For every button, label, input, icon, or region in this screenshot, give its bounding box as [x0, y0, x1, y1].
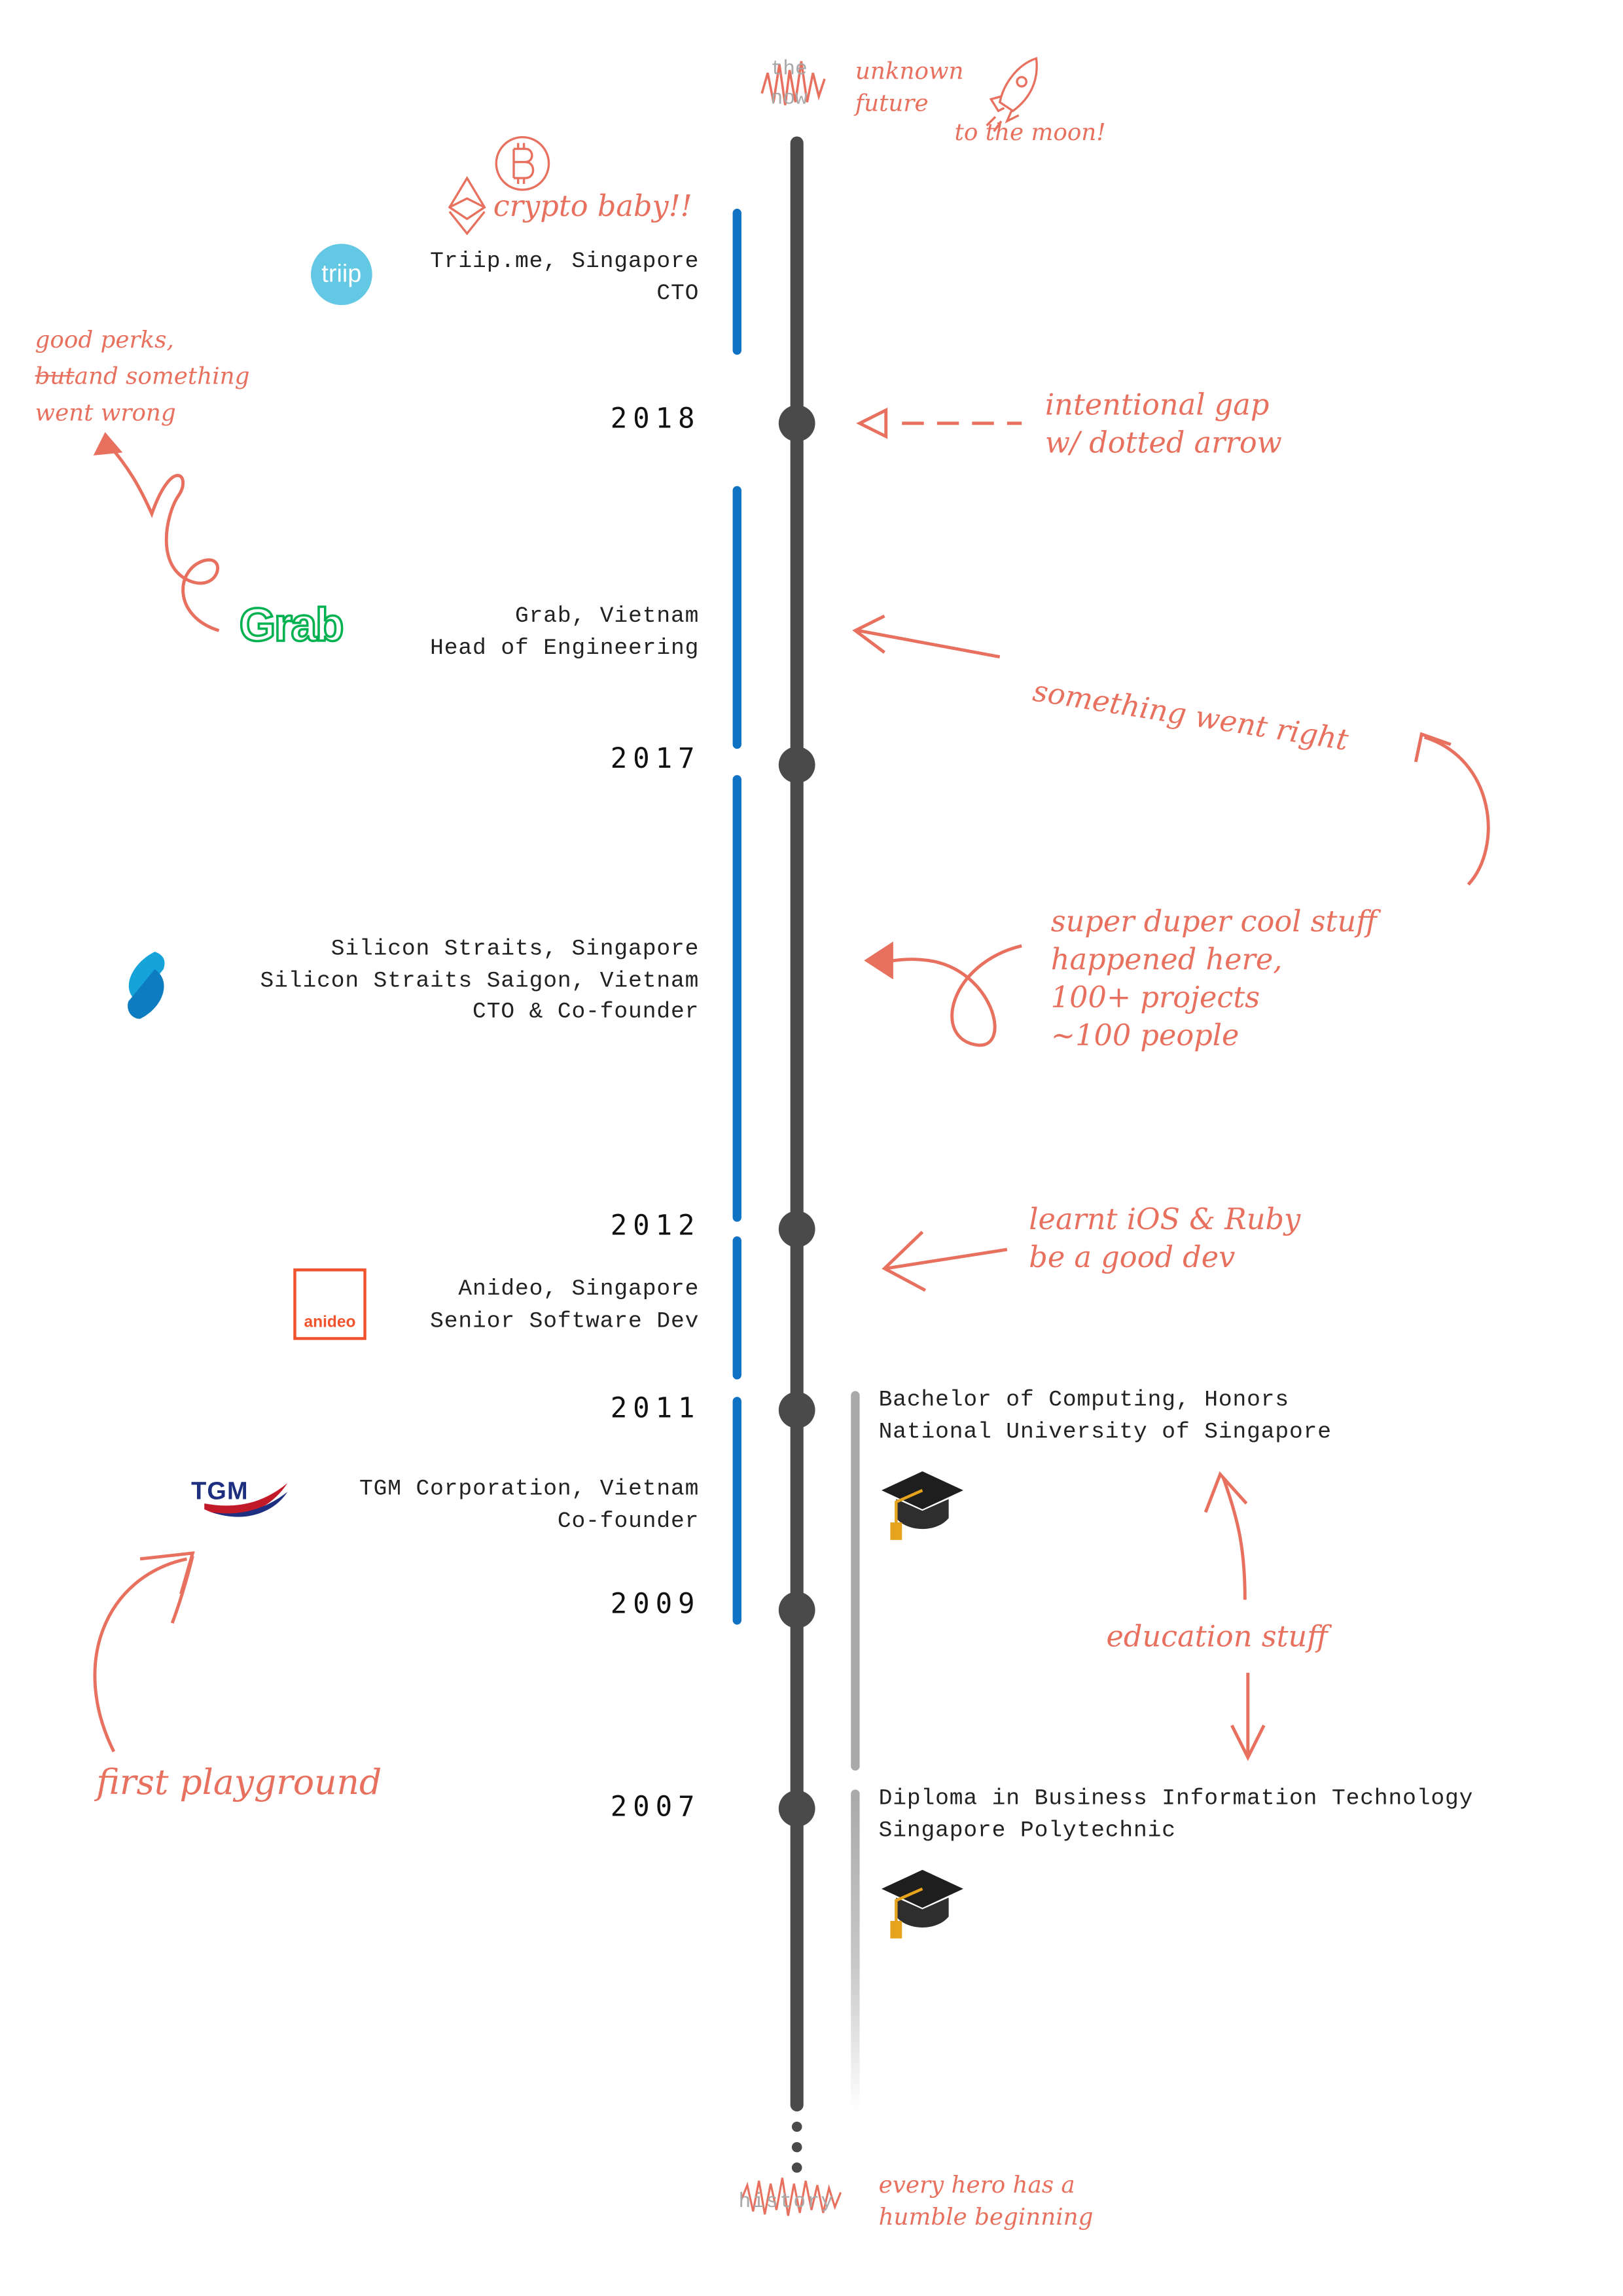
perks-arrow-head — [93, 432, 123, 456]
note-learnt-ios-ruby: learnt iOS & Ruby be a good dev — [1029, 1201, 1301, 1274]
triip-logo-icon — [311, 243, 372, 306]
note-education-stuff: education stuff — [1106, 1619, 1328, 1654]
rocket-icon — [986, 56, 1038, 132]
tgm-swoosh-icon — [211, 1492, 288, 1517]
note-super-cool-stuff: super duper cool stuff happened here, 10… — [1050, 903, 1377, 1052]
year-label-2017: 2017 — [610, 743, 701, 776]
note-good-perks: good perks, butand something went wrong — [35, 325, 250, 427]
edu-polytechnic: Diploma in Business Information Technolo… — [878, 1785, 1474, 1843]
anideo-logo-text: anideo — [304, 1314, 356, 1331]
job-grab: Grab, Vietnam Head of Engineering — [430, 603, 700, 661]
learnt-arrow-icon — [882, 1230, 1008, 1292]
cool-arrow-head — [864, 941, 893, 980]
bottom-scribble-icon — [740, 2178, 842, 2216]
cool-arrow-icon — [875, 944, 1022, 1047]
job-tgm: TGM Corporation, Vietnam Co-founder — [359, 1475, 700, 1534]
note-intentional-gap: intentional gap w/ dotted arrow — [1044, 387, 1282, 460]
year-node-2018 — [778, 404, 815, 442]
note-first-playground: first playground — [96, 1761, 382, 1803]
education-down-arrow-icon — [1230, 1672, 1266, 1761]
year-node-2017 — [778, 746, 815, 783]
year-node-2007 — [778, 1790, 815, 1827]
year-label-2018: 2018 — [610, 403, 701, 435]
year-node-2009 — [778, 1592, 815, 1628]
education-up-arrow-icon — [1204, 1471, 1248, 1600]
edu-nus: Bachelor of Computing, Honors National U… — [878, 1386, 1332, 1444]
axis-ellipsis-dot — [791, 2162, 802, 2173]
year-label-2012: 2012 — [610, 1210, 701, 1242]
job-triip: Triip.me, Singapore CTO — [430, 248, 700, 306]
perks-arrow-icon — [107, 442, 220, 632]
edu-bar-polytechnic — [851, 1789, 860, 2111]
note-humble-beginning: every hero has a humble beginning — [878, 2170, 1094, 2231]
year-label-2007: 2007 — [610, 1791, 701, 1823]
anideo-logo-icon — [293, 1268, 366, 1340]
year-node-2012 — [778, 1210, 815, 1247]
gap-arrow-icon — [856, 407, 1022, 439]
cool-up-arrow-icon — [1414, 732, 1490, 886]
graduation-cap-icon — [882, 1869, 963, 1939]
axis-ellipsis-dot — [791, 2121, 802, 2132]
year-label-2009: 2009 — [610, 1588, 701, 1621]
ethereum-icon — [448, 175, 486, 236]
job-anideo: Anideo, Singapore Senior Software Dev — [430, 1276, 700, 1334]
axis-ellipsis-dot — [791, 2142, 802, 2153]
tgm-swoosh-icon — [204, 1482, 288, 1516]
year-node-2011 — [778, 1391, 815, 1429]
grab-logo: Grab — [238, 598, 345, 653]
note-unknown-future: unknown future — [855, 56, 964, 117]
top-scribble-icon — [760, 61, 826, 105]
year-label-2011: 2011 — [610, 1392, 701, 1425]
graduation-cap-icon — [882, 1471, 963, 1540]
note-crypto-baby: crypto baby!! — [493, 188, 692, 224]
bitcoin-icon — [495, 135, 550, 191]
job-silicon-straits: Silicon Straits, Singapore Silicon Strai… — [260, 935, 700, 1025]
the-now-label: the now — [770, 58, 808, 111]
tgm-logo-text: TGM — [191, 1477, 249, 1505]
note-to-the-moon: to the moon! — [954, 118, 1106, 147]
silicon-straits-logo-icon — [128, 952, 165, 1019]
playground-arrow-icon — [93, 1551, 195, 1753]
right-arrow-icon — [852, 614, 1001, 659]
triip-logo-text: triip — [321, 259, 362, 288]
history-label: history — [738, 2191, 835, 2215]
